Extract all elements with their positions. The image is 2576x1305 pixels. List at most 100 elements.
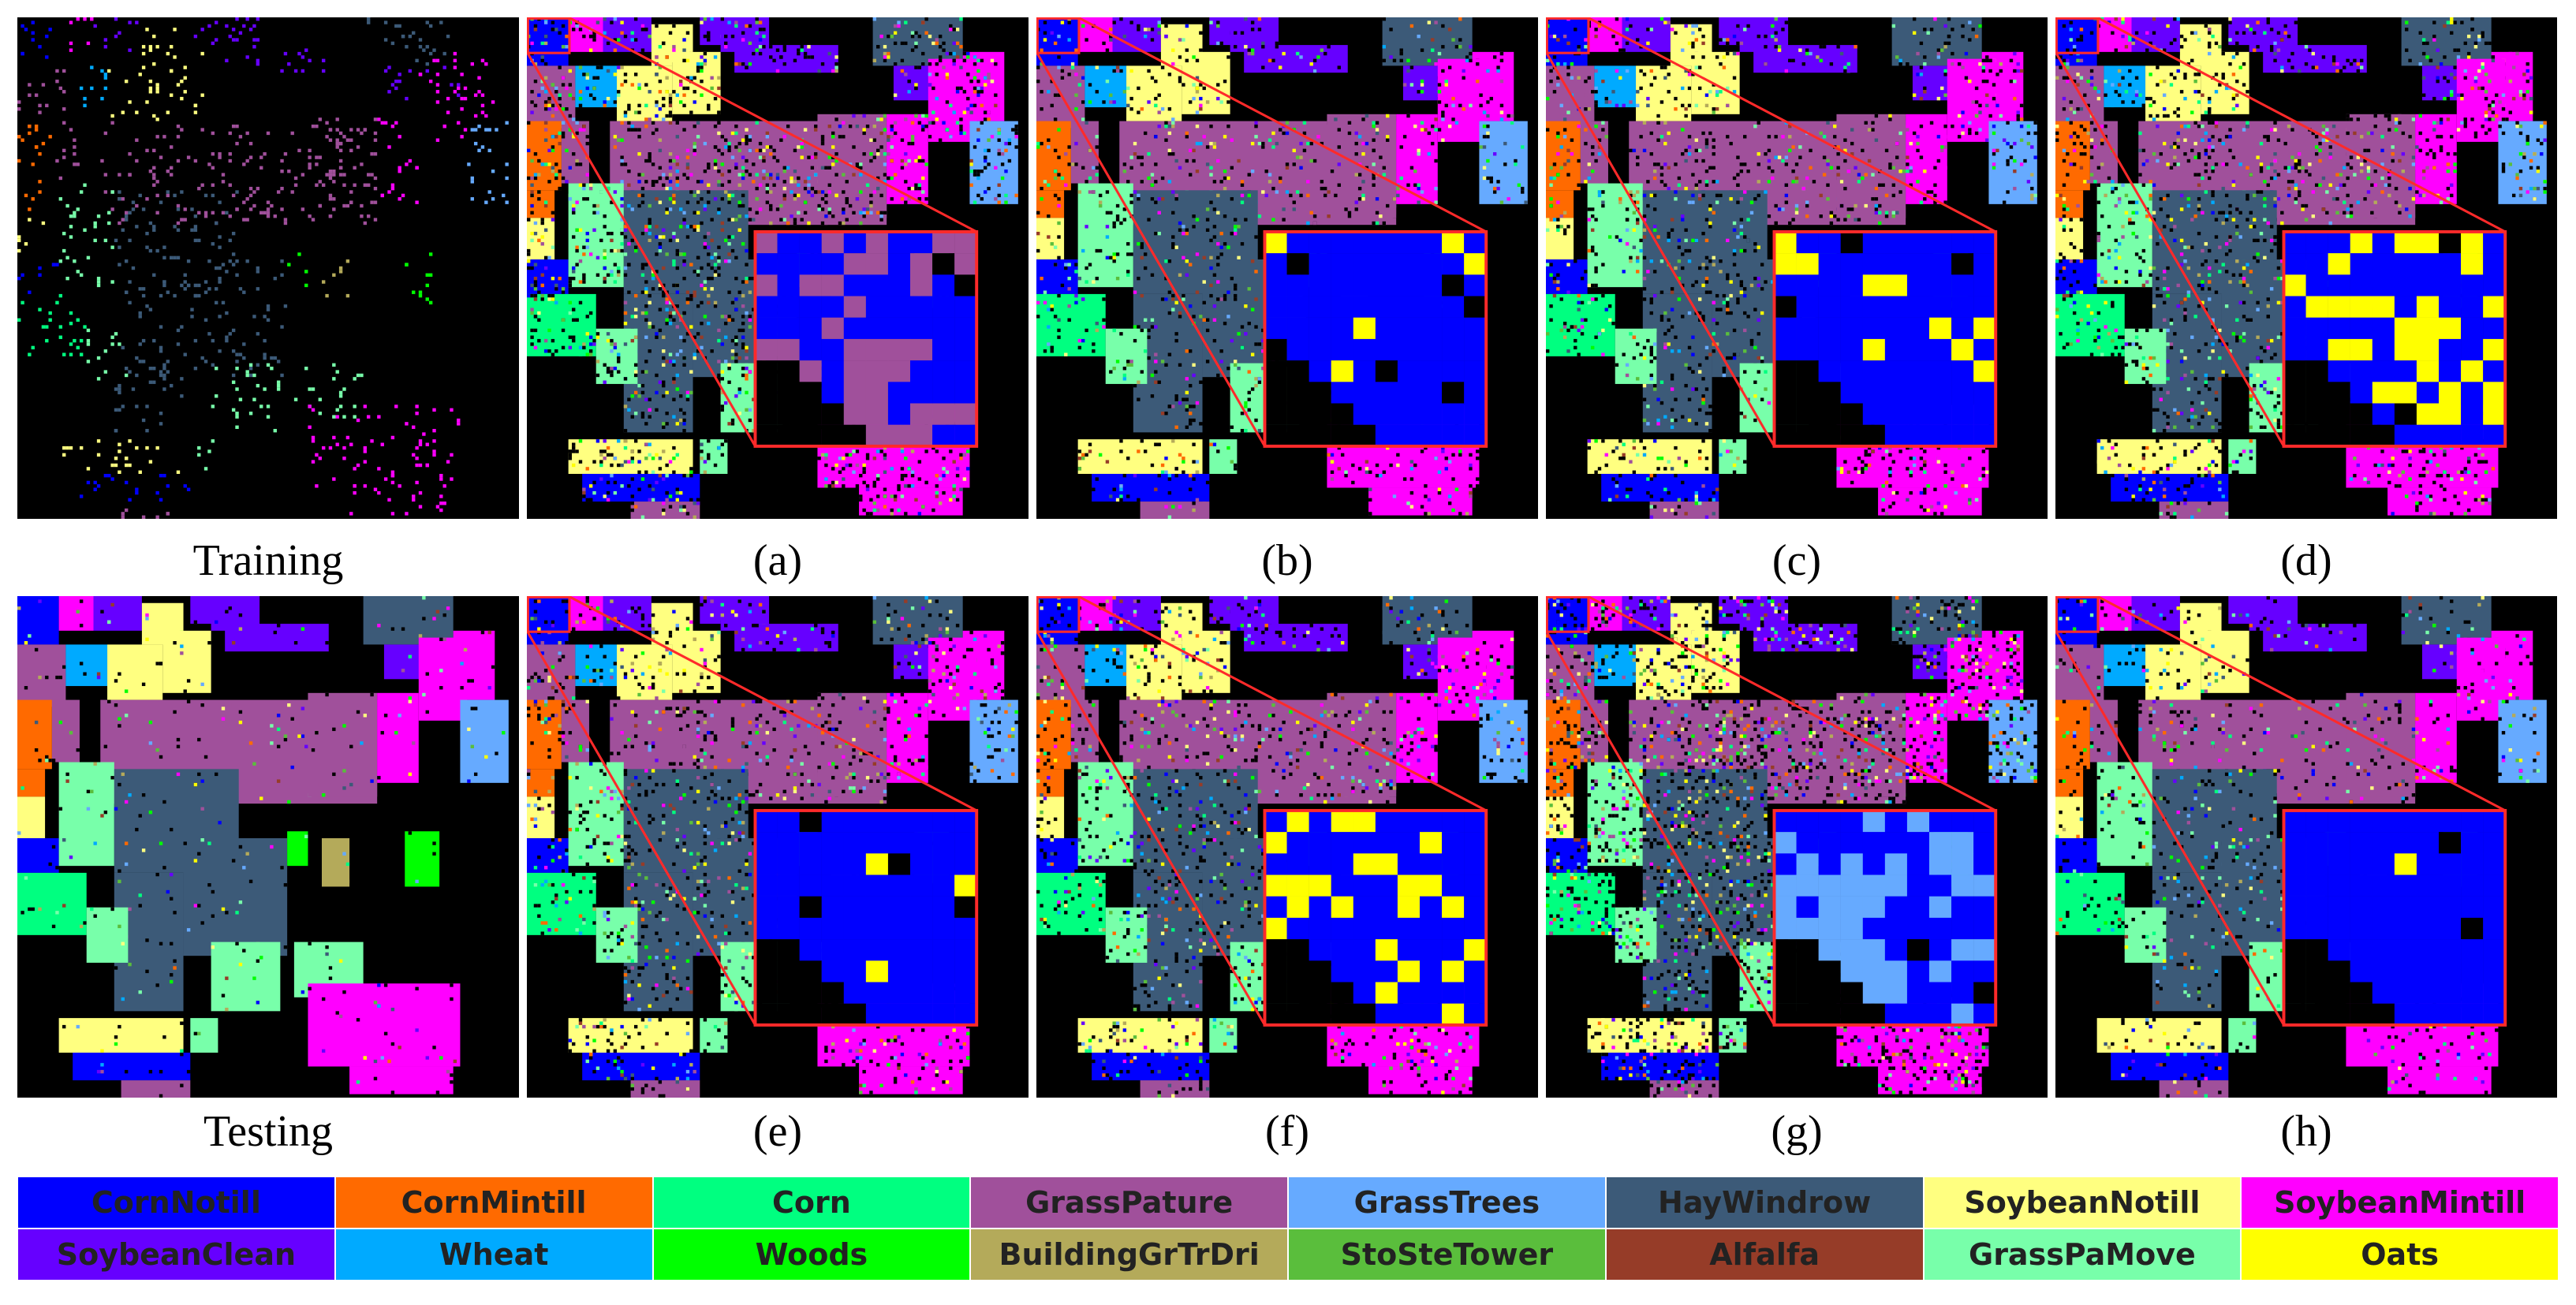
noise-pixel	[588, 342, 593, 346]
noise-pixel	[693, 190, 696, 194]
noise-pixel	[730, 349, 735, 353]
noise-pixel	[651, 498, 655, 502]
noise-pixel	[578, 162, 583, 166]
training-pixel	[273, 214, 277, 218]
training-pixel	[245, 259, 249, 263]
noise-pixel	[675, 183, 679, 187]
noise-pixel	[644, 311, 648, 315]
training-pixel	[425, 62, 429, 66]
noise-pixel	[630, 207, 634, 211]
noise-pixel	[869, 512, 873, 516]
training-pixel	[186, 259, 191, 263]
training-pixel	[128, 280, 132, 284]
training-pixel	[21, 51, 24, 56]
training-pixel	[311, 439, 315, 443]
noise-pixel	[620, 484, 624, 488]
noise-pixel	[703, 141, 707, 146]
noise-pixel	[665, 90, 669, 94]
noise-pixel	[1261, 45, 1265, 49]
noise-pixel	[1133, 141, 1137, 146]
noise-pixel	[672, 380, 676, 384]
inset-cell	[909, 253, 933, 275]
training-pixel	[183, 287, 187, 291]
noise-pixel	[1171, 48, 1175, 52]
noise-pixel	[554, 135, 558, 139]
noise-pixel	[603, 363, 607, 367]
training-pixel	[110, 342, 114, 346]
noise-pixel	[869, 138, 873, 142]
noise-pixel	[582, 487, 586, 491]
noise-pixel	[685, 148, 690, 153]
training-pixel	[263, 211, 267, 215]
training-pixel	[114, 387, 118, 391]
training-pixel	[93, 487, 97, 491]
training-pixel	[276, 360, 281, 364]
noise-pixel	[530, 203, 534, 208]
noise-pixel	[588, 498, 593, 502]
noise-pixel	[658, 501, 663, 505]
noise-pixel	[1514, 158, 1518, 163]
noise-pixel	[572, 152, 576, 156]
training-pixel	[103, 86, 108, 91]
noise-pixel	[606, 453, 610, 457]
noise-pixel	[713, 270, 718, 274]
noise-pixel	[973, 76, 977, 80]
noise-pixel	[955, 41, 960, 46]
noise-pixel	[1285, 166, 1290, 170]
noise-pixel	[588, 183, 593, 187]
training-pixel	[121, 197, 125, 201]
noise-pixel	[1209, 21, 1213, 24]
noise-pixel	[945, 51, 950, 56]
noise-pixel	[651, 470, 655, 474]
noise-pixel	[582, 34, 586, 39]
noise-pixel	[921, 62, 925, 66]
noise-pixel	[696, 180, 700, 184]
noise-pixel	[682, 356, 686, 360]
training-pixel	[390, 512, 395, 516]
noise-pixel	[1372, 221, 1376, 226]
training-pixel	[415, 166, 419, 170]
noise-pixel	[543, 200, 548, 204]
noise-pixel	[530, 328, 534, 333]
noise-pixel	[565, 148, 569, 153]
training-pixel	[135, 225, 139, 229]
noise-pixel	[717, 373, 721, 378]
noise-pixel	[855, 463, 860, 468]
noise-pixel	[865, 484, 870, 488]
noise-pixel	[745, 135, 749, 139]
noise-pixel	[658, 45, 663, 49]
inset-cell	[843, 360, 867, 382]
noise-pixel	[1486, 100, 1490, 104]
noise-pixel	[554, 300, 558, 305]
noise-pixel	[820, 221, 825, 226]
noise-pixel	[1417, 183, 1421, 187]
noise-pixel	[758, 148, 763, 153]
training-pixel	[76, 17, 80, 21]
training-pixel	[473, 128, 478, 132]
inset-cell	[821, 338, 844, 361]
noise-pixel	[797, 51, 801, 56]
training-pixel	[332, 197, 336, 201]
noise-pixel	[713, 96, 718, 101]
noise-pixel	[800, 62, 804, 66]
noise-pixel	[914, 45, 918, 49]
noise-pixel	[568, 114, 573, 118]
noise-pixel	[655, 100, 659, 104]
noise-pixel	[658, 248, 663, 253]
training-pixel	[225, 211, 229, 215]
training-pixel	[155, 515, 159, 519]
noise-pixel	[668, 93, 673, 97]
noise-pixel	[1174, 197, 1178, 201]
training-pixel	[415, 405, 419, 408]
training-pixel	[390, 435, 395, 440]
training-pixel	[159, 325, 163, 329]
noise-pixel	[959, 17, 963, 21]
noise-pixel	[1074, 107, 1078, 111]
training-pixel	[159, 412, 163, 416]
training-pixel	[145, 100, 149, 104]
noise-pixel	[938, 58, 943, 63]
training-pixel	[166, 360, 170, 364]
noise-pixel	[1354, 131, 1358, 136]
noise-pixel	[1267, 138, 1272, 142]
training-pixel	[301, 173, 305, 177]
